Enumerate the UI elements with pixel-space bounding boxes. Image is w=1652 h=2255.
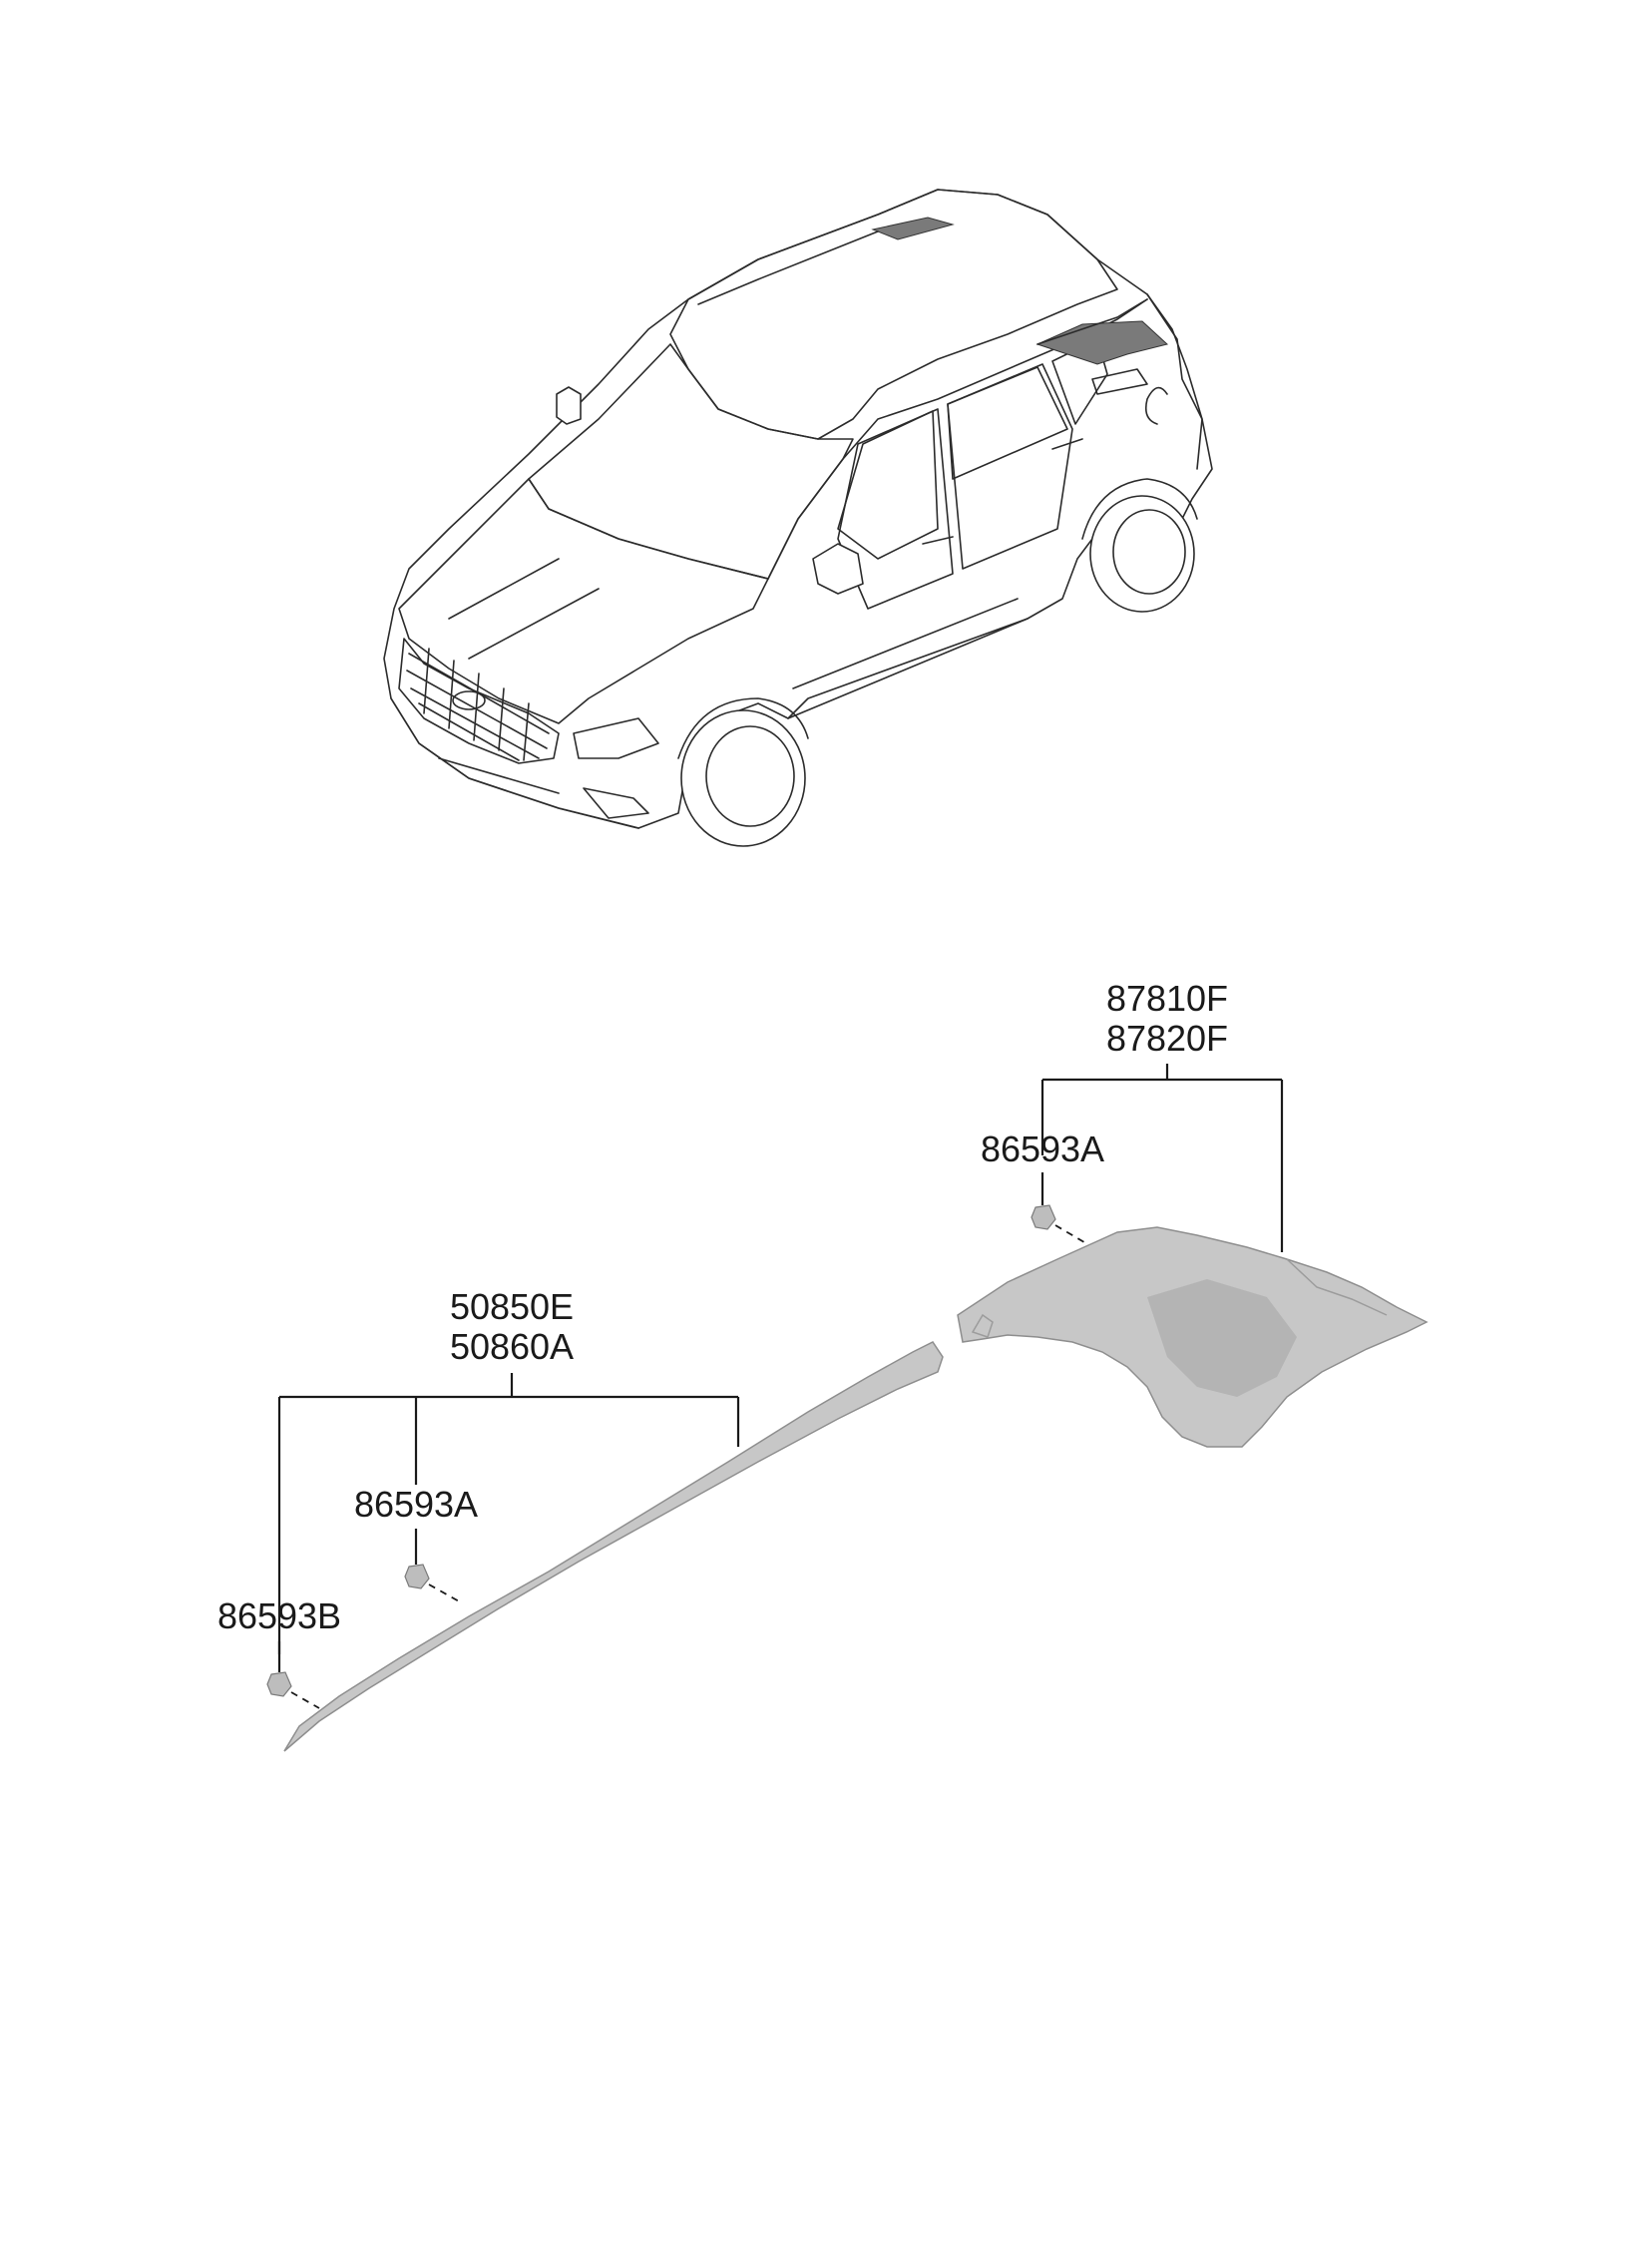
clip-86593b (266, 1671, 292, 1697)
leader-rear-garnish (1040, 1064, 1284, 1252)
clip-86593a (404, 1564, 430, 1589)
vehicle-mirror (812, 543, 864, 595)
vehicle-quarter-glass (1035, 320, 1169, 365)
roof-molding-part (283, 1341, 944, 1752)
clip-code-86593a-rear[interactable]: 86593A (981, 1128, 1104, 1169)
vehicle-body (383, 189, 1213, 829)
vehicle-illustration (383, 189, 1213, 847)
vehicle-rear (1144, 293, 1203, 470)
clip-code-86593b[interactable]: 86593B (217, 1595, 341, 1636)
leader-roof-molding (277, 1373, 740, 1654)
part-code-50850e[interactable]: 50850E (450, 1286, 574, 1327)
vehicle-front-wheel (680, 709, 806, 847)
clip-86593a-rear (1031, 1204, 1056, 1230)
part-code-87810f[interactable]: 87810F (1106, 978, 1228, 1019)
rear-garnish-group: 87810F 87820F 86593A (957, 978, 1429, 1448)
part-code-50860a[interactable]: 50860A (450, 1326, 574, 1367)
vehicle-sunroof (871, 217, 955, 240)
vehicle-rear-wheel (1089, 495, 1195, 613)
vehicle-hood (398, 478, 769, 724)
roof-molding-group: 50850E 50860A 86593A 86593B (217, 1286, 944, 1752)
vehicle-headlight (573, 717, 659, 759)
vehicle-roof-rail (697, 230, 1148, 345)
part-code-87820f[interactable]: 87820F (1106, 1018, 1228, 1059)
vehicle-emblem (452, 690, 486, 710)
clip-code-86593a[interactable]: 86593A (354, 1484, 478, 1525)
vehicle-front-bumper (390, 697, 639, 829)
vehicle-grille (398, 638, 560, 764)
